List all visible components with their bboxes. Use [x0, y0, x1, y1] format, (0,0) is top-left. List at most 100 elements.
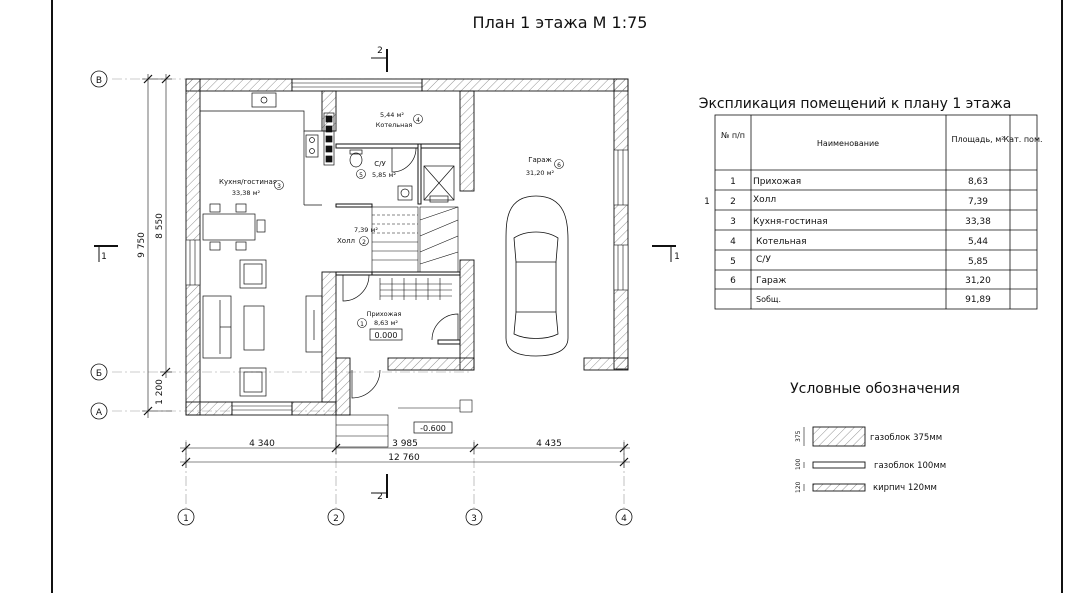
room-num-bubble-5	[356, 169, 366, 179]
table-cell: 4	[730, 237, 736, 247]
explication-title: Экспликация помещений к плану 1 этажа	[699, 96, 1012, 112]
legend-label-120: кирпич 120мм	[873, 483, 937, 493]
dim-bottom-2: 3 985	[392, 439, 418, 449]
partitions	[335, 143, 461, 345]
table-cell: 5	[730, 257, 736, 267]
legend-dim-120: 120	[795, 481, 802, 493]
room-area-bath: 5,85 м²	[372, 171, 396, 179]
dim-left-porch: 1 200	[155, 379, 165, 405]
room-num-5: 5	[359, 172, 363, 179]
table-cell: 8,63	[968, 177, 988, 187]
room-num-bubble-2	[359, 236, 369, 246]
table-cell: 2	[730, 197, 736, 207]
table-cell: 5,85	[968, 257, 988, 267]
axis-label-1: 1	[183, 514, 189, 524]
section-label-top: 2	[377, 46, 383, 56]
legend-title: Условные обозначения	[790, 381, 960, 397]
table-header-num: № п/п	[721, 131, 745, 140]
axis-label-v: В	[96, 76, 102, 86]
axis-bubble-a	[90, 402, 108, 420]
table-cell: Гараж	[756, 276, 786, 286]
table-cell: 5,44	[968, 237, 988, 247]
dim-total: 12 760	[388, 453, 420, 463]
bathroom-fixtures	[349, 149, 455, 203]
room-num-3: 3	[277, 183, 281, 190]
level-mark-entrance	[413, 421, 453, 434]
axis-label-a: А	[96, 408, 103, 418]
room-labels: Кухня/гостиная 33,38 м² 3 5,44 м² Котель…	[219, 111, 564, 434]
room-area-kitchen: 33,38 м²	[232, 189, 261, 197]
axis-label-3: 3	[471, 514, 477, 524]
table-cell: Sобщ.	[756, 295, 781, 304]
level-floor: 0.000	[375, 331, 398, 340]
level-entrance: -0.600	[420, 424, 446, 433]
room-num-6: 6	[557, 162, 561, 169]
table-rows: 1 Прихожая 8,63 2 Холл 7,39 3 Кухня-гост…	[730, 177, 991, 305]
doors	[342, 147, 459, 399]
table-cell: 1	[730, 177, 736, 187]
room-area-boiler: 5,44 м²	[380, 111, 404, 119]
legend-label-100: газоблок 100мм	[874, 461, 946, 471]
room-area-garage: 31,20 м²	[526, 169, 555, 177]
boiler-equipment	[323, 112, 335, 166]
kitchen-counter	[200, 92, 322, 206]
dimension-lines-left	[142, 74, 172, 418]
table-cell: 6	[730, 276, 736, 286]
table-cell: Холл	[753, 195, 776, 205]
legend-dim-375: 375	[795, 430, 802, 442]
room-name-hall: Холл	[337, 237, 355, 245]
axis-bubble-1	[177, 508, 195, 526]
table-cell: Кухня-гостиная	[753, 217, 828, 227]
table-cell: Прихожая	[753, 177, 801, 187]
legend-dim-100: 100	[795, 458, 802, 470]
staircase	[371, 206, 459, 300]
legend-swatch-aerated-375	[812, 426, 866, 447]
table-cell: 31,20	[965, 276, 991, 286]
room-num-2: 2	[362, 239, 366, 246]
axis-bubble-b	[90, 363, 108, 381]
legend-swatch-brick-120	[812, 483, 866, 492]
living-furniture	[202, 259, 323, 397]
table-header-category: Кат. пом.	[1003, 135, 1042, 144]
section-label-left: 1	[101, 252, 107, 262]
room-name-entry: Прихожая	[367, 310, 402, 318]
room-name-boiler: Котельная	[376, 121, 413, 129]
section-label-right: 1	[674, 252, 680, 262]
table-header-num: № п/п	[721, 131, 745, 140]
axis-label-b: Б	[96, 369, 102, 379]
room-num-4: 4	[416, 117, 420, 124]
room-num-bubble-1	[357, 318, 367, 328]
room-name-kitchen: Кухня/гостиная	[219, 178, 277, 186]
axis-bubble-3	[465, 508, 483, 526]
table-header-area: Площадь, м²	[951, 135, 1004, 144]
explication-table: Экспликация помещений к плану 1 этажа № …	[699, 96, 1043, 310]
dim-bottom-1: 4 340	[249, 439, 275, 449]
table-cell: Котельная	[756, 237, 807, 247]
dim-left-total: 9 750	[137, 232, 147, 258]
legend-swatch-aerated-100	[812, 461, 866, 469]
windows	[185, 82, 629, 411]
table-cell: 3	[730, 217, 736, 227]
garage-car	[505, 195, 569, 357]
table-cell: С/У	[756, 255, 771, 265]
exterior-walls	[185, 78, 629, 416]
axis-bubble-4	[615, 508, 633, 526]
table-cell: 7,39	[968, 197, 988, 207]
room-area-hall: 7,39 м²	[354, 226, 378, 234]
dim-bottom-3: 4 435	[536, 439, 562, 449]
room-name-bath: С/У	[374, 160, 386, 168]
room-num-1: 1	[360, 321, 364, 328]
dim-left-main: 8 550	[155, 213, 165, 239]
room-num-bubble-3	[274, 180, 284, 190]
axis-bubble-v	[90, 70, 108, 88]
axis-label-2: 2	[333, 514, 339, 524]
legend: Условные обозначения 375 газоблок 375мм …	[790, 381, 960, 493]
section-marks	[94, 49, 676, 498]
legend-label-375: газоблок 375мм	[870, 433, 942, 443]
table-header-name: Наименование	[817, 139, 879, 148]
plan-title: План 1 этажа М 1:75	[473, 13, 648, 32]
room-name-garage: Гараж	[528, 156, 552, 164]
room-num-bubble-4	[413, 114, 423, 124]
dining-table	[202, 203, 266, 251]
